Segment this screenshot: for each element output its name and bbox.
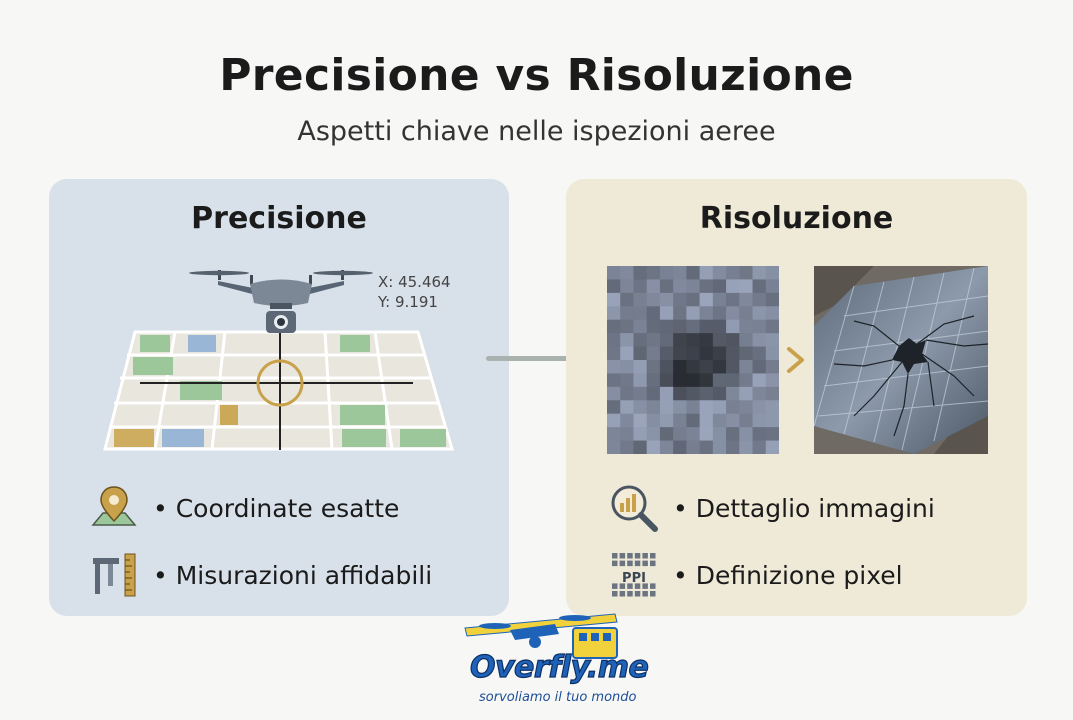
feature-dettaglio-immagini: • Dettaglio immagini	[609, 483, 935, 533]
precision-panel-title: Precisione	[191, 201, 367, 236]
logo-tagline: sorvoliamo il tuo mondo	[479, 690, 637, 705]
cracked-solar-panel-image	[814, 266, 988, 454]
feature-label: • Dettaglio immagini	[673, 493, 935, 523]
ppi-grid-icon: PPI	[612, 553, 656, 597]
page-subtitle: Aspetti chiave nelle ispezioni aeree	[297, 116, 776, 147]
caliper-ruler-icon	[93, 553, 136, 597]
ppi-icon-text: PPI	[622, 571, 646, 586]
coordinate-x: X: 45.464	[378, 273, 451, 291]
coordinate-y: Y: 9.191	[378, 293, 438, 311]
logo-wordmark: Overfly.me	[469, 649, 649, 685]
chevron-right-icon	[787, 347, 804, 373]
drone-icon	[189, 270, 373, 333]
feature-definizione-pixel: PPI • Definizione pixel	[609, 550, 903, 600]
feature-label: • Definizione pixel	[673, 560, 903, 590]
page-title: Precisione vs Risoluzione	[219, 50, 854, 101]
gps-coordinates: X: 45.464 Y: 9.191	[378, 272, 451, 312]
feature-coordinate-esatte: • Coordinate esatte	[89, 483, 399, 533]
gps-map-illustration	[103, 330, 454, 451]
map-pin-icon	[91, 486, 137, 526]
feature-label: • Coordinate esatte	[153, 493, 400, 523]
pixelated-panel-image	[607, 266, 779, 454]
panel-connector-line	[486, 356, 589, 361]
feature-misurazioni-affidabili: • Misurazioni affidabili	[89, 550, 432, 600]
resolution-panel-title: Risoluzione	[699, 201, 894, 236]
feature-label: • Misurazioni affidabili	[153, 560, 433, 590]
overfly-logo-graphic	[464, 613, 618, 659]
magnifier-chart-icon	[611, 485, 658, 532]
